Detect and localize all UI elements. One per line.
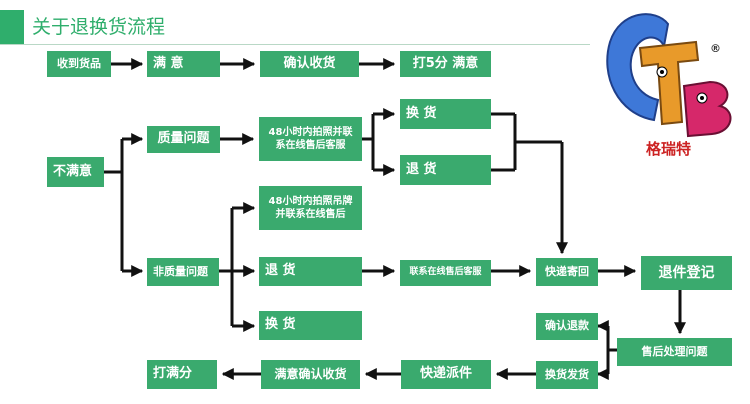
node-rate-full: 打满分 <box>147 360 217 389</box>
brand-logo: ® 格瑞特 <box>598 2 738 172</box>
registered-mark: ® <box>710 42 721 55</box>
node-return-register: 退件登记 <box>641 256 732 290</box>
node-exchange-top: 换 货 <box>400 99 491 129</box>
node-quality-action: 48小时内拍照并联系在线售后客服 <box>259 117 362 161</box>
node-contact-service: 联系在线售后客服 <box>400 260 491 286</box>
node-unsatisfied: 不满意 <box>47 157 104 187</box>
node-confirm-refund: 确认退款 <box>536 313 598 340</box>
node-return-mid: 退 货 <box>259 257 362 286</box>
node-receive: 收到货品 <box>47 51 111 77</box>
node-quality-issue: 质量问题 <box>147 126 220 153</box>
node-express-send: 快递寄回 <box>536 258 598 286</box>
node-satisfied-confirm: 满意确认收货 <box>261 360 360 389</box>
node-rate-5: 打5分 满意 <box>400 51 491 77</box>
node-exchange-mid: 换 货 <box>259 311 362 340</box>
node-nonquality-action: 48小时内拍照吊牌并联系在线售后 <box>259 186 362 230</box>
node-exchange-ship: 换货发货 <box>536 361 598 389</box>
logo-graphic <box>606 13 732 138</box>
page-title: 关于退换货流程 <box>32 16 166 38</box>
node-confirm-receipt: 确认收货 <box>260 51 359 77</box>
title-divider <box>0 44 590 45</box>
node-satisfied: 满 意 <box>147 51 220 77</box>
title-accent-bar <box>0 10 24 44</box>
node-express-dispatch: 快递派件 <box>401 360 491 389</box>
logo-brand-name: 格瑞特 <box>646 140 692 158</box>
node-nonquality-issue: 非质量问题 <box>147 258 219 286</box>
node-return-top: 退 货 <box>400 155 491 185</box>
node-aftersale-handle: 售后处理问题 <box>617 338 732 366</box>
